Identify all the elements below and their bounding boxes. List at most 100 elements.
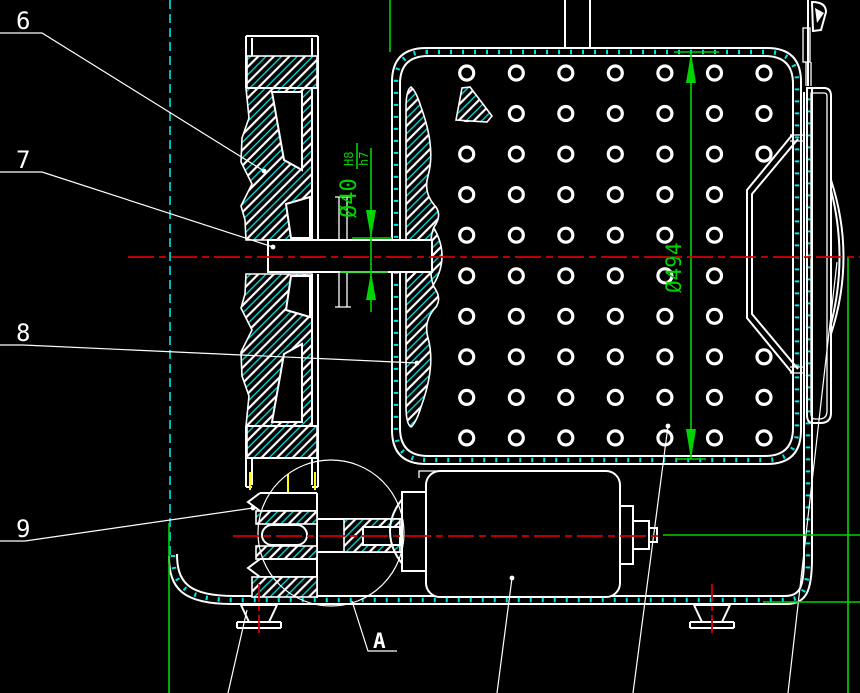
drum-hole <box>656 429 674 447</box>
drum-hole <box>557 388 575 406</box>
drum-hole <box>458 388 476 406</box>
shaft-fit-lower-text: h7 <box>357 152 371 166</box>
drum-hole <box>606 104 624 123</box>
drum-hole <box>606 307 624 325</box>
drum-hole <box>458 267 476 285</box>
agitator-upper-blade <box>405 86 440 243</box>
drum-hole <box>705 226 724 244</box>
drum-hole <box>606 388 624 406</box>
drum-hole <box>755 388 773 406</box>
drum-hole <box>557 226 575 244</box>
drum-hole <box>557 104 575 123</box>
drum-hole <box>606 186 624 204</box>
drum-hole <box>507 104 525 123</box>
drum-hole <box>705 307 724 325</box>
drum-hole <box>606 145 624 163</box>
shaft-diameter-text: Ø40 <box>337 178 362 218</box>
drum-diameter-text: Ø494 <box>662 242 686 293</box>
door-glass-dome <box>830 179 845 335</box>
callout-7: 7 <box>16 146 30 174</box>
lifter-vane <box>455 86 494 123</box>
motor-bell <box>388 491 410 572</box>
drum-hole <box>606 267 624 285</box>
drum-hole <box>458 429 476 447</box>
drum-holes <box>458 64 773 447</box>
drum-hole <box>705 64 724 82</box>
drum-hole <box>705 429 724 447</box>
drum-hole <box>458 186 476 204</box>
drum-hole <box>606 348 624 366</box>
drum-hole <box>557 307 575 325</box>
drum-hole <box>755 348 773 366</box>
motor-flange <box>401 491 427 572</box>
callout-6: 6 <box>16 7 30 35</box>
door-latch <box>802 0 828 86</box>
drive-pulley <box>240 35 319 492</box>
drum-hole <box>755 429 773 447</box>
door-panel <box>806 87 832 424</box>
drum-hole <box>705 104 724 123</box>
drum-hole <box>557 145 575 163</box>
callouts: 6 7 8 9 A <box>16 7 386 653</box>
door-assembly <box>746 0 845 424</box>
drum-hole <box>557 186 575 204</box>
main-shaft <box>267 239 433 273</box>
motor-pulley <box>246 492 318 598</box>
leaders <box>0 32 838 693</box>
belt-groove-marks <box>249 472 316 492</box>
drum-hole <box>458 145 476 163</box>
centerlines <box>128 256 860 634</box>
drum-hole <box>557 64 575 82</box>
drum-hole <box>656 348 674 366</box>
drum-hole <box>507 429 525 447</box>
drum-hole <box>507 267 525 285</box>
drum-hole <box>606 429 624 447</box>
drum-hole <box>507 307 525 325</box>
drum-hole <box>656 226 674 244</box>
drum-hole <box>507 348 525 366</box>
drum-hole <box>557 267 575 285</box>
drum-hole <box>557 429 575 447</box>
drum-dimension: Ø494 <box>662 51 719 460</box>
suspension-rods <box>564 0 591 48</box>
drum-hole <box>507 186 525 204</box>
drum-hole <box>656 267 674 285</box>
callout-9: 9 <box>16 515 30 543</box>
drum-hole <box>606 226 624 244</box>
agitator-lower-blade <box>405 271 440 428</box>
detail-view-circle <box>257 459 405 607</box>
shaft-fit-upper-text: H8 <box>342 152 356 166</box>
drum-hole <box>755 104 773 123</box>
pulley-slot <box>261 524 308 546</box>
drum-hole <box>705 348 724 366</box>
extension-lines <box>168 0 860 693</box>
drum-hole <box>755 64 773 82</box>
drum-hole <box>656 186 674 204</box>
drum-opening-taper <box>746 133 794 375</box>
drum-hole <box>656 64 674 82</box>
drum-hole <box>458 348 476 366</box>
drum-hole <box>458 64 476 82</box>
drum-hole <box>507 388 525 406</box>
drum-hole <box>507 64 525 82</box>
shaft-dimension: Ø40 H8 h7 <box>337 143 392 312</box>
callout-8: 8 <box>16 319 30 347</box>
drum-hole <box>705 145 724 163</box>
detail-view-label: A <box>373 629 386 653</box>
drum-hole <box>755 145 773 163</box>
drum-hole <box>705 186 724 204</box>
drum-hole <box>458 226 476 244</box>
drum-hole <box>656 307 674 325</box>
detail-a-leader <box>351 600 397 652</box>
drum-hole <box>507 145 525 163</box>
drum-hole <box>507 226 525 244</box>
drum-hole <box>458 307 476 325</box>
drum-hole <box>656 388 674 406</box>
latch-hook-icon <box>815 8 824 23</box>
drum-hole <box>606 64 624 82</box>
drum-hole <box>656 145 674 163</box>
drum-hole <box>656 104 674 123</box>
drum-hole <box>705 267 724 285</box>
